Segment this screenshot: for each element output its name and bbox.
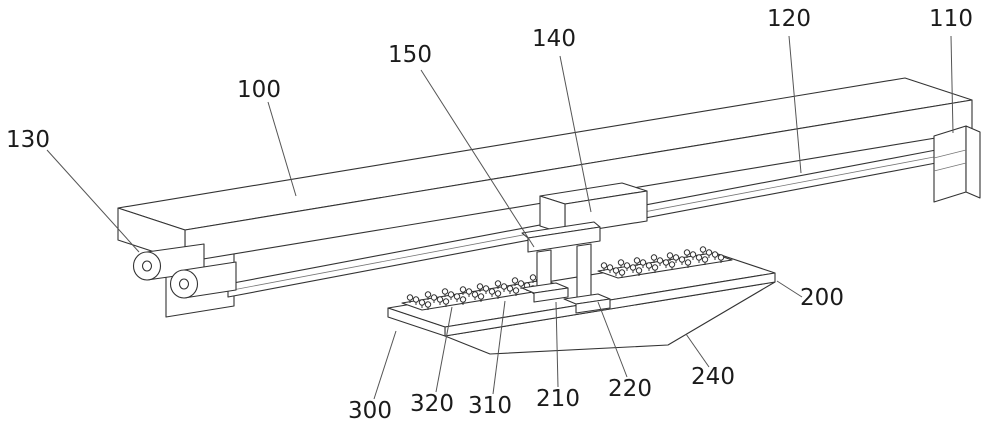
rollers-130 (132, 243, 237, 299)
rod-foot-block (563, 293, 611, 314)
leader-lines (46, 35, 954, 400)
label-310: 310 (468, 393, 512, 419)
label-100: 100 (237, 77, 281, 103)
label-210: 210 (536, 386, 580, 412)
leader-150 (420, 69, 535, 248)
label-220: 220 (608, 376, 652, 402)
leader-300 (373, 330, 397, 400)
reference-labels: 100 110 120 130 140 150 200 210 220 240 … (6, 6, 973, 424)
platform-left-end-face (387, 307, 446, 337)
label-120: 120 (767, 6, 811, 32)
leader-130 (46, 149, 140, 253)
leader-100 (267, 101, 297, 197)
end-bracket-110 (933, 125, 981, 203)
label-300: 300 (348, 398, 392, 424)
hanger-arm (521, 221, 601, 253)
leader-310 (492, 300, 506, 395)
leader-200 (776, 280, 803, 298)
leader-240 (685, 333, 710, 368)
leader-320 (435, 306, 453, 393)
label-110: 110 (929, 6, 973, 32)
bracket-side-face (965, 125, 981, 199)
carriage-140 (539, 182, 648, 235)
roller-hub-front (178, 278, 190, 290)
leader-110 (950, 35, 954, 134)
label-150: 150 (388, 42, 432, 68)
label-200: 200 (800, 285, 844, 311)
slider-block-210 (521, 282, 569, 303)
leader-120 (788, 35, 802, 174)
label-240: 240 (691, 364, 735, 390)
leader-210 (555, 301, 559, 388)
label-130: 130 (6, 127, 50, 153)
label-140: 140 (532, 26, 576, 52)
leader-140 (559, 55, 592, 213)
label-320: 320 (410, 391, 454, 417)
roller-hub-back (141, 260, 153, 272)
leader-220 (597, 301, 628, 378)
